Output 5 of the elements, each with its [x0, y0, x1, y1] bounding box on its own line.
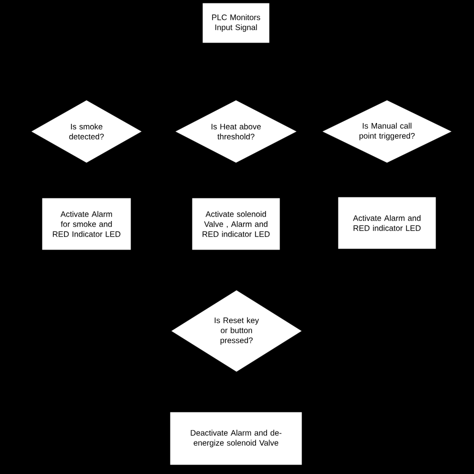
- process-box: Deactivate Alarm and de-energize solenoid Valve: [170, 412, 302, 466]
- process-box: Activate Alarm for smoke and RED Indicator LED: [42, 198, 132, 250]
- process-box: Activate solenoid Valve , Alarm and RED indicator LED: [192, 198, 280, 250]
- process-box: PLC Monitors Input Signal: [202, 2, 270, 44]
- process-box: Activate Alarm and RED indicator LED: [338, 196, 436, 250]
